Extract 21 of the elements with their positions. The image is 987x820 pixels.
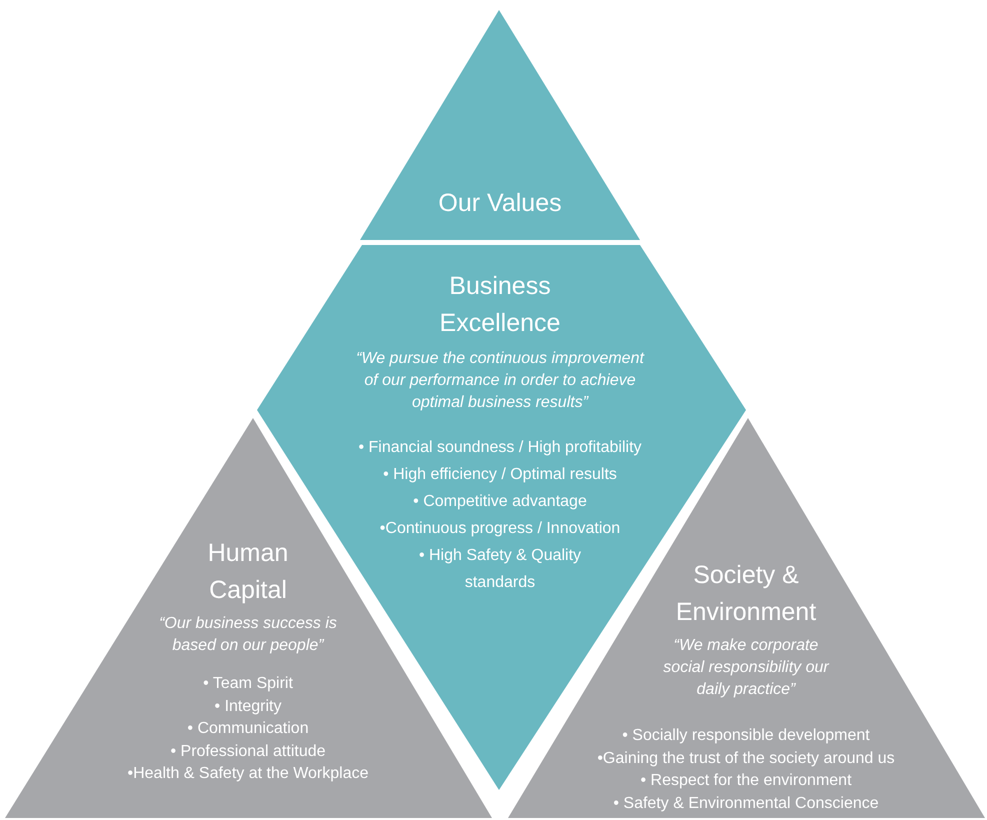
quote-text: “We pursue the continuous improvement of our performance in order to achieve optimal business results” xyxy=(355,349,646,413)
heading: Human Capital xyxy=(206,538,290,606)
bullet-item: • Financial soundness / High profitability xyxy=(358,438,642,458)
quote-text: “We make corporate social responsibility our daily practice” xyxy=(662,636,830,700)
bullet-item: • Professional attitude xyxy=(170,742,326,762)
heading: Business Excellence xyxy=(438,271,562,339)
bullet-item: • Team Spirit xyxy=(203,674,293,694)
bullet-item: •Health & Safety at the Workplace xyxy=(128,764,368,784)
heading: Society & Environment xyxy=(674,560,818,628)
bullet-item: • High efficiency / Optimal results xyxy=(383,465,617,485)
heading: Our Values xyxy=(438,188,562,219)
quote-text: “Our business success is based on our people” xyxy=(158,614,338,656)
bullet-item: • Respect for the environment xyxy=(640,771,852,791)
bullet-item: •Gaining the trust of the society around us xyxy=(597,748,895,768)
bullet-item: • Integrity xyxy=(214,696,282,716)
bullet-item: • Socially responsible development xyxy=(622,726,870,746)
bullet-item: • Competitive advantage xyxy=(413,492,587,512)
bullet-item: • High Safety & Quality standards xyxy=(418,546,582,593)
bullet-item: • Safety & Environmental Conscience xyxy=(613,794,879,814)
bullet-item: •Continuous progress / Innovation xyxy=(380,519,620,539)
bullet-item: • Communication xyxy=(187,719,309,739)
